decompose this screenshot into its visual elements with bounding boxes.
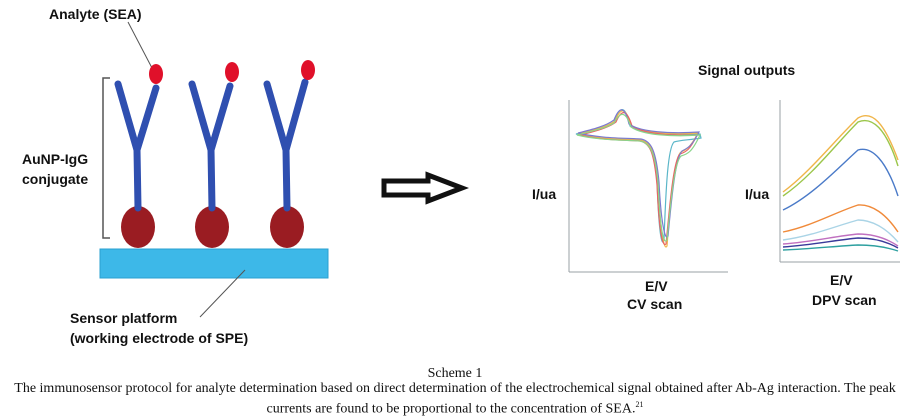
caption-reference: 21	[635, 400, 644, 409]
antibody-3	[263, 78, 309, 212]
platform-label-line2: (working electrode of SPE)	[70, 330, 249, 346]
caption-body: The immunosensor protocol for analyte de…	[14, 381, 896, 417]
antibody-conjugate-2	[188, 62, 239, 248]
dpv-curve-4	[782, 204, 899, 233]
dpv-curve-8	[782, 244, 899, 252]
conjugate-label-line2: conjugate	[22, 171, 89, 187]
dpv-curve-6	[782, 233, 899, 247]
right-arrow-icon	[381, 171, 470, 205]
cv-title: CV scan	[627, 296, 683, 312]
antibody-conjugate-3	[263, 60, 315, 248]
analyte-3	[301, 60, 315, 80]
platform-label-line1: Sensor platform	[70, 310, 178, 326]
analyte-2	[225, 62, 239, 82]
caption-title: Scheme 1	[427, 366, 483, 381]
antibody-1	[114, 80, 160, 212]
dpv-curve-5	[782, 219, 899, 243]
signal-outputs-label: Signal outputs	[698, 62, 796, 78]
conjugate-label-line1: AuNP-IgG	[22, 151, 89, 167]
conjugate-bracket	[102, 77, 110, 239]
analyte-label: Analyte (SEA)	[49, 6, 142, 22]
antibody-2	[188, 80, 234, 212]
sensor-platform	[99, 248, 329, 279]
cv-curve-4	[577, 109, 701, 238]
analyte-leader-line	[127, 21, 153, 69]
cv-curve-5	[576, 113, 701, 242]
dpv-curve-7	[782, 237, 899, 249]
dpv-title: DPV scan	[812, 292, 877, 308]
analyte-1	[149, 64, 163, 84]
dpv-plot	[779, 100, 900, 263]
gold-nanoparticle-1	[121, 206, 155, 248]
dpv-ylabel: I/ua	[745, 186, 770, 202]
gold-nanoparticle-3	[270, 206, 304, 248]
platform-leader-line	[199, 269, 246, 318]
cv-plot	[568, 100, 728, 273]
gold-nanoparticle-2	[195, 206, 229, 248]
dpv-xlabel: E/V	[830, 272, 853, 288]
antibody-conjugate-1	[114, 64, 163, 248]
cv-xlabel: E/V	[645, 278, 668, 294]
dpv-curve-1	[782, 114, 899, 193]
caption-text: The immunosensor protocol for analyte de…	[0, 381, 910, 418]
dpv-curve-2	[782, 119, 899, 197]
cv-ylabel: I/ua	[532, 186, 557, 202]
dpv-curve-3	[782, 148, 899, 211]
